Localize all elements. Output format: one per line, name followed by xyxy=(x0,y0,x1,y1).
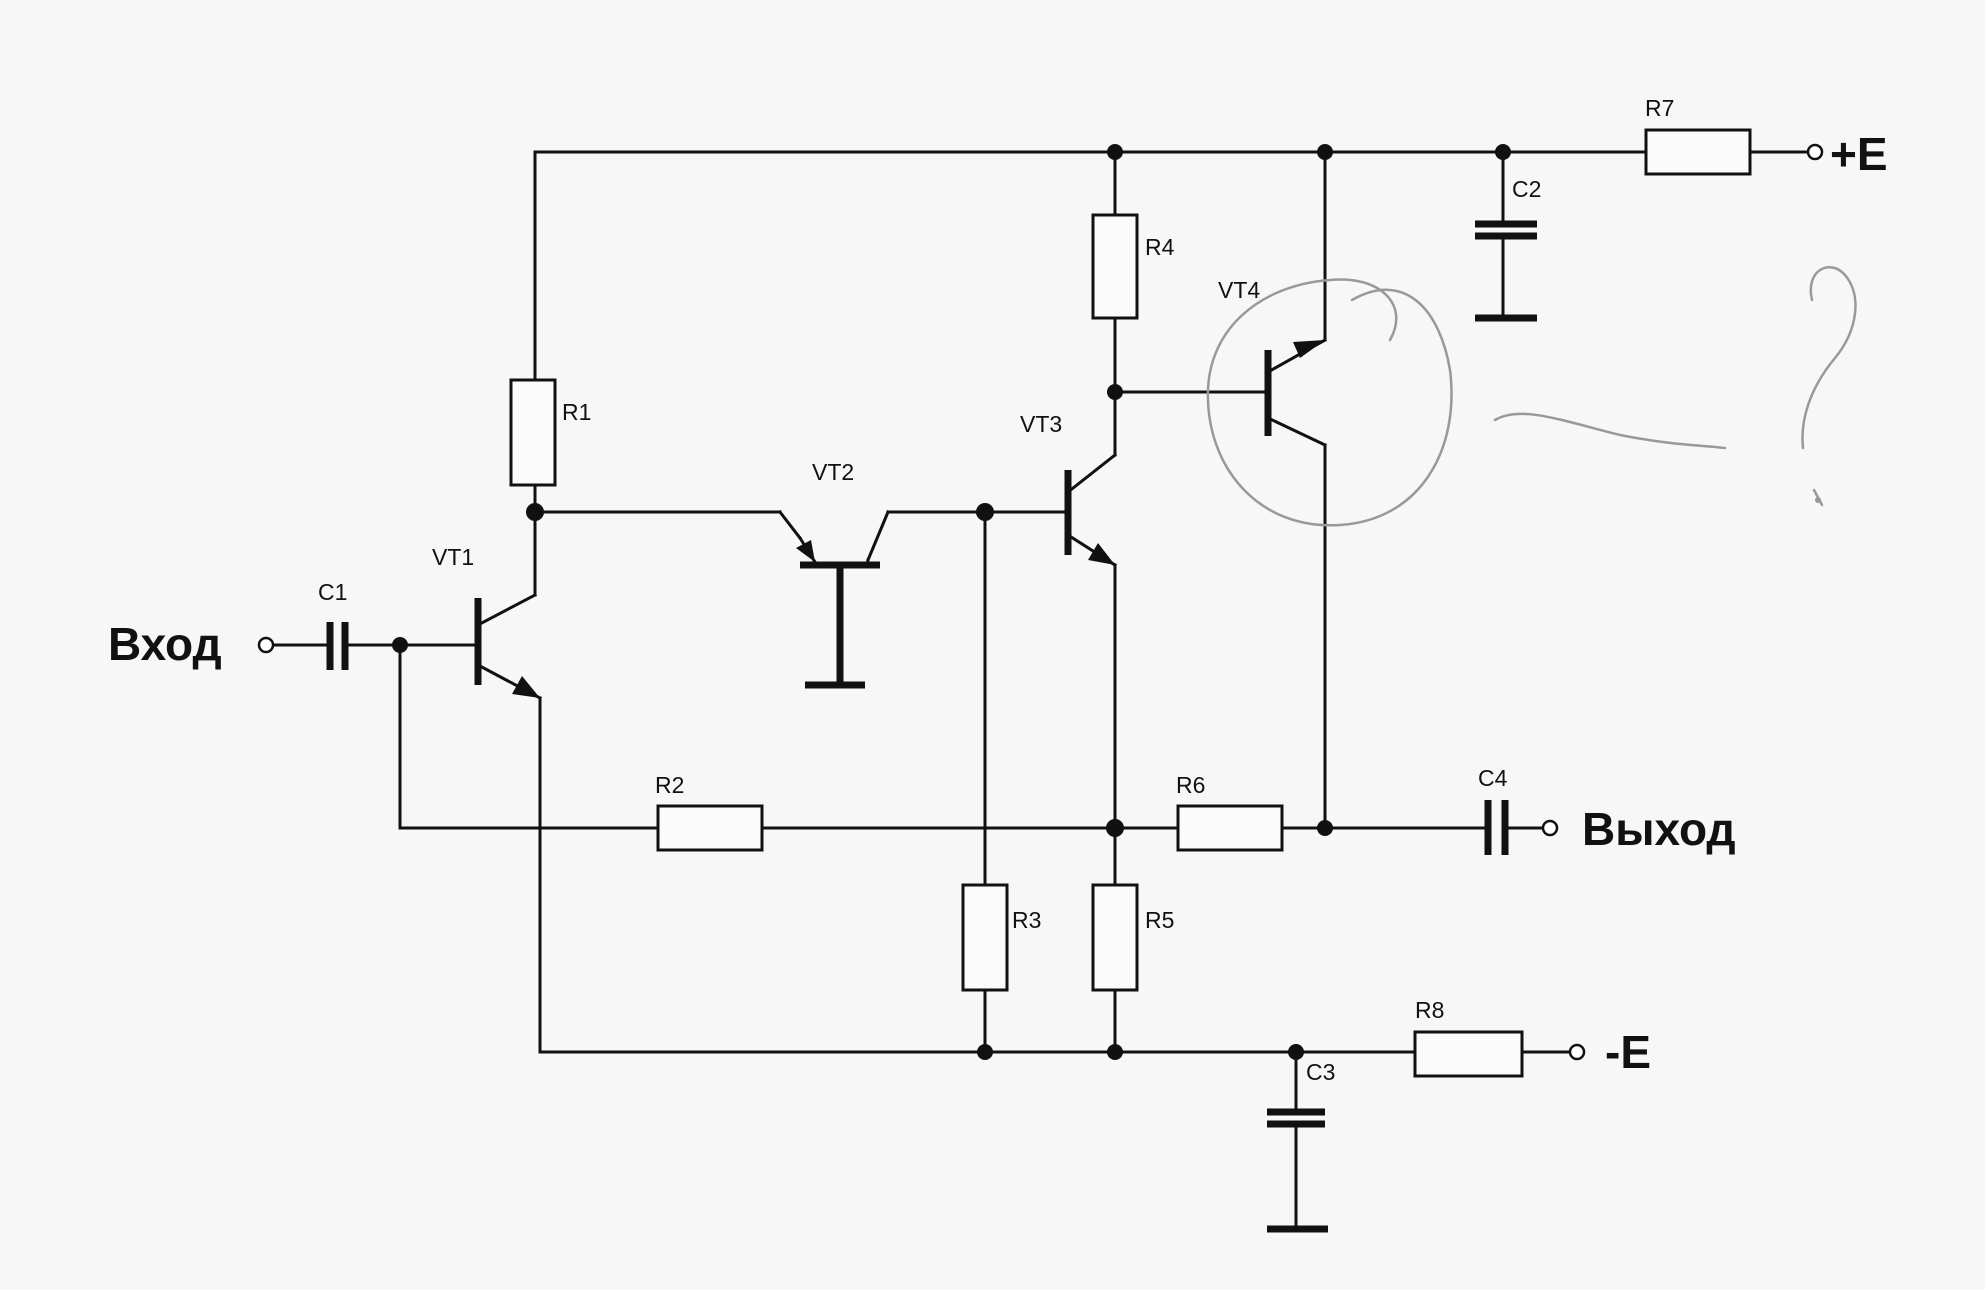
junction-dots xyxy=(392,144,1511,1060)
capacitor-c2: C2 xyxy=(1475,176,1541,322)
capacitor-c1-label: C1 xyxy=(318,579,347,605)
resistor-r5: R5 xyxy=(1091,883,1174,992)
transistor-vt3: VT3 xyxy=(1020,411,1118,568)
pencil-annotation xyxy=(1206,265,1857,527)
resistor-r6: R6 xyxy=(1176,772,1284,852)
resistor-r1: R1 xyxy=(509,378,591,487)
pencil-stroke xyxy=(1493,412,1727,450)
capacitor-c4: C4 xyxy=(1478,765,1509,855)
transistor-vt2-label: VT2 xyxy=(812,459,854,485)
terminal-input-label: Вход xyxy=(108,618,222,670)
resistor-r4-label: R4 xyxy=(1145,234,1175,260)
transistor-vt2: VT2 xyxy=(796,459,880,689)
resistor-r7: R7 xyxy=(1644,95,1752,176)
signal-wires xyxy=(270,390,1544,887)
capacitor-c3-label: C3 xyxy=(1306,1059,1335,1085)
terminal-minus-e: -E xyxy=(1568,1026,1651,1078)
resistor-r2-label: R2 xyxy=(655,772,684,798)
resistor-r4: R4 xyxy=(1091,213,1175,320)
terminal-output-label: Выход xyxy=(1582,803,1736,855)
capacitor-c3: C3 xyxy=(1267,1059,1335,1233)
transistor-vt3-label: VT3 xyxy=(1020,411,1062,437)
capacitor-c2-label: C2 xyxy=(1512,176,1541,202)
terminal-minus-e-label: -E xyxy=(1605,1026,1651,1078)
resistor-r1-label: R1 xyxy=(562,399,591,425)
resistor-r3-label: R3 xyxy=(1012,907,1041,933)
capacitor-c4-label: C4 xyxy=(1478,765,1508,791)
capacitor-c1: C1 xyxy=(318,579,349,670)
negative-rail-wires xyxy=(538,696,1570,1230)
transistor-vt1: VT1 xyxy=(432,544,543,701)
resistor-r6-label: R6 xyxy=(1176,772,1205,798)
transistor-vt1-label: VT1 xyxy=(432,544,474,570)
pencil-circle xyxy=(1206,278,1453,527)
terminal-plus-e: +E xyxy=(1806,128,1888,180)
terminal-plus-e-label: +E xyxy=(1830,128,1888,180)
transistor-vt4-label: VT4 xyxy=(1218,277,1260,303)
terminal-input: Вход xyxy=(108,618,275,670)
resistor-r8-label: R8 xyxy=(1415,997,1444,1023)
transistor-vt4: VT4 xyxy=(1218,277,1328,447)
resistor-r2: R2 xyxy=(655,772,764,852)
pencil-question-mark xyxy=(1801,265,1857,450)
resistor-r3: R3 xyxy=(961,883,1041,992)
resistor-r7-label: R7 xyxy=(1645,95,1674,121)
resistor-r8: R8 xyxy=(1413,997,1524,1078)
terminal-output: Выход xyxy=(1541,803,1736,855)
supply-rail-wires xyxy=(533,150,1808,487)
resistor-r5-label: R5 xyxy=(1145,907,1174,933)
